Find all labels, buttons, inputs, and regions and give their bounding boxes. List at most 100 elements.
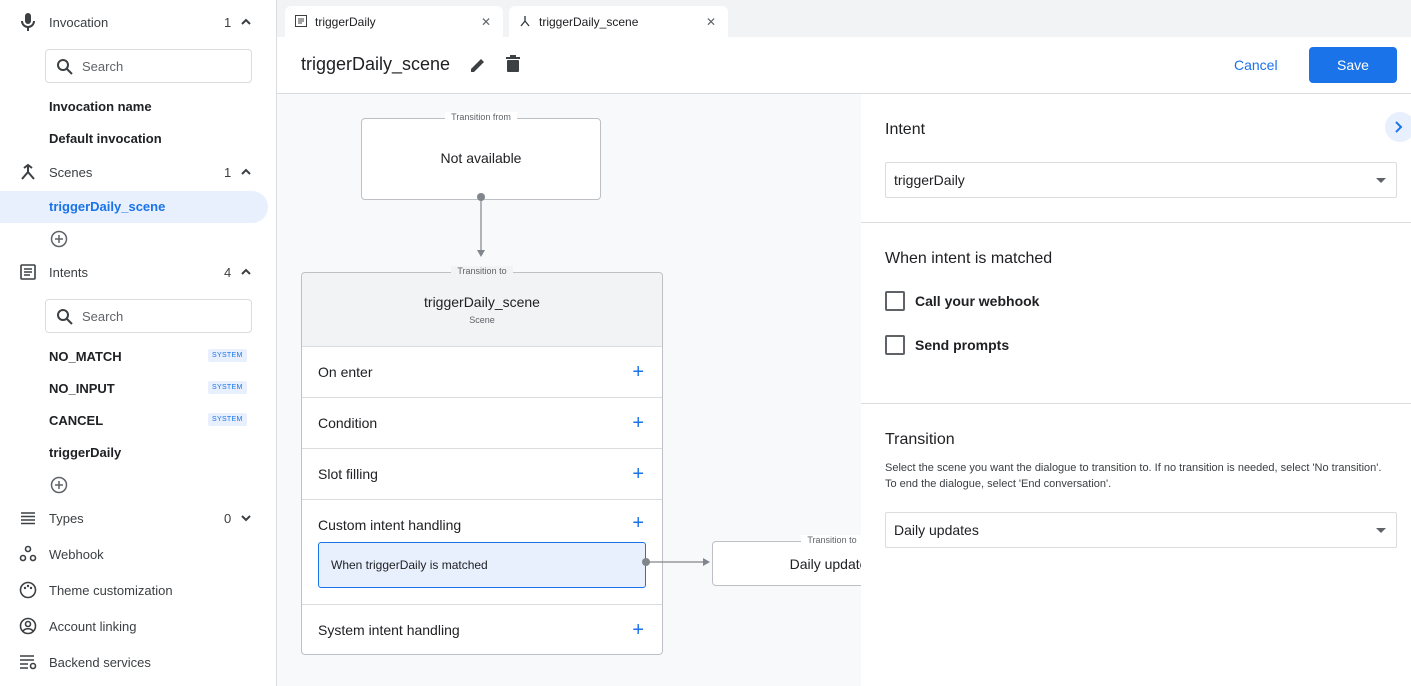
- sidebar-label: Theme customization: [49, 582, 173, 598]
- section-count: 0: [224, 510, 232, 526]
- editor-header: triggerDaily_scene Cancel Save: [277, 37, 1411, 94]
- add-icon[interactable]: +: [632, 360, 644, 383]
- send-prompts-checkbox[interactable]: Send prompts: [885, 335, 1009, 355]
- scene-node-header[interactable]: Transition to triggerDaily_scene Scene: [302, 266, 662, 346]
- system-badge: SYSTEM: [208, 381, 247, 394]
- chevron-right-icon: [1395, 121, 1403, 133]
- sidebar-item-intent[interactable]: NO_INPUT: [49, 381, 115, 396]
- chevron-up-icon[interactable]: [240, 266, 252, 278]
- account-circle-icon: [18, 616, 38, 636]
- page-title: triggerDaily_scene: [301, 54, 451, 74]
- transition-from-value: Not available: [440, 150, 522, 166]
- add-intent-icon[interactable]: [50, 476, 68, 494]
- divider: [861, 222, 1411, 223]
- chevron-up-icon[interactable]: [240, 16, 252, 28]
- checkbox-icon: [885, 335, 905, 355]
- sidebar-label: Backend services: [49, 654, 151, 670]
- edit-pencil-icon[interactable]: [469, 56, 487, 74]
- sidebar-section-scenes[interactable]: Scenes 1: [0, 156, 277, 188]
- checkbox-icon: [885, 291, 905, 311]
- sidebar-section-types[interactable]: Types 0: [0, 502, 277, 534]
- add-icon[interactable]: +: [632, 411, 644, 434]
- invocation-search-input[interactable]: [82, 58, 232, 74]
- sidebar-item-theme[interactable]: Theme customization: [0, 574, 277, 606]
- row-custom-intent-handling[interactable]: Custom intent handling+ When triggerDail…: [302, 499, 662, 604]
- intents-search[interactable]: [45, 299, 252, 333]
- target-legend: Transition to: [713, 535, 861, 545]
- search-icon: [57, 59, 73, 75]
- sidebar-item-selected-bg: [0, 191, 268, 223]
- transition-title: Transition: [885, 431, 955, 448]
- transition-dropdown[interactable]: Daily updates: [885, 512, 1397, 548]
- section-count: 4: [224, 264, 232, 280]
- scene-type: Scene: [469, 315, 495, 325]
- scene-node: Transition to triggerDaily_scene Scene O…: [301, 266, 663, 655]
- scene-name: triggerDaily_scene: [424, 294, 540, 310]
- transition-description: Select the scene you want the dialogue t…: [885, 462, 1382, 490]
- add-icon[interactable]: +: [632, 462, 644, 485]
- intent-handler-item[interactable]: When triggerDaily is matched: [318, 542, 646, 588]
- tab-triggerdaily-scene[interactable]: triggerDaily_scene ✕: [509, 6, 728, 37]
- section-label: Scenes: [49, 164, 93, 180]
- sidebar-item-intent[interactable]: triggerDaily: [49, 445, 122, 460]
- add-scene-icon[interactable]: [50, 230, 68, 248]
- sidebar-item-default-invocation[interactable]: Default invocation: [49, 131, 162, 146]
- sidebar: Invocation 1 Invocation name Default inv…: [0, 0, 277, 686]
- system-badge: SYSTEM: [208, 349, 247, 362]
- close-icon[interactable]: ✕: [705, 15, 716, 29]
- sidebar-item-webhook[interactable]: Webhook: [0, 538, 277, 570]
- sidebar-item-triggerdaily-scene[interactable]: triggerDaily_scene: [49, 199, 166, 214]
- add-icon[interactable]: +: [632, 512, 644, 534]
- tab-triggerdaily[interactable]: triggerDaily ✕: [285, 6, 503, 37]
- section-label: Intents: [49, 264, 89, 280]
- section-label: Invocation: [49, 14, 109, 30]
- scene-merge-icon: [18, 162, 38, 182]
- intents-search-input[interactable]: [82, 308, 232, 324]
- sidebar-item-intent[interactable]: CANCEL: [49, 413, 104, 428]
- cancel-button[interactable]: Cancel: [1234, 57, 1278, 73]
- transition-from-legend: Transition from: [362, 112, 600, 122]
- search-icon: [57, 309, 73, 325]
- invocation-search[interactable]: [45, 49, 252, 83]
- sidebar-label: Webhook: [49, 546, 104, 562]
- section-count: 1: [224, 164, 232, 180]
- chevron-up-icon[interactable]: [240, 166, 252, 178]
- section-label: Types: [49, 510, 84, 526]
- add-icon[interactable]: +: [632, 618, 644, 641]
- transition-to-legend: Transition to: [302, 266, 662, 276]
- sidebar-section-invocation[interactable]: Invocation 1: [0, 6, 277, 38]
- row-condition[interactable]: Condition+: [302, 397, 662, 448]
- scene-canvas: Transition from Not available Transition…: [277, 94, 861, 686]
- dropdown-arrow-icon: [1376, 528, 1386, 533]
- sidebar-item-intent[interactable]: NO_MATCH: [49, 349, 122, 364]
- connector-arrow-down: [477, 193, 485, 257]
- dropdown-arrow-icon: [1376, 178, 1386, 183]
- section-count: 1: [224, 14, 232, 30]
- row-on-enter[interactable]: On enter+: [302, 346, 662, 397]
- intent-dropdown[interactable]: triggerDaily: [885, 162, 1397, 198]
- sidebar-item-account-linking[interactable]: Account linking: [0, 610, 277, 642]
- intent-title: Intent: [885, 121, 926, 138]
- chevron-down-icon[interactable]: [240, 512, 252, 524]
- close-icon[interactable]: ✕: [480, 15, 491, 29]
- sidebar-section-intents[interactable]: Intents 4: [0, 256, 277, 288]
- sidebar-item-backend[interactable]: Backend services: [0, 646, 277, 678]
- connector-arrow-right: [642, 558, 710, 566]
- sidebar-item-invocation-name[interactable]: Invocation name: [49, 99, 152, 114]
- tab-label: triggerDaily_scene: [539, 14, 639, 29]
- tab-bar: triggerDaily ✕ triggerDaily_scene ✕: [277, 0, 1411, 37]
- delete-trash-icon[interactable]: [505, 55, 521, 73]
- target-scene-value: Daily updates: [789, 556, 861, 572]
- collapse-panel-button[interactable]: [1385, 112, 1411, 142]
- list-icon: [18, 262, 38, 282]
- row-slot-filling[interactable]: Slot filling+: [302, 448, 662, 499]
- save-button[interactable]: Save: [1309, 47, 1397, 83]
- target-scene-node[interactable]: Transition to Daily updates: [712, 535, 861, 586]
- scene-icon: [520, 16, 530, 27]
- tab-label: triggerDaily: [315, 14, 376, 29]
- microphone-icon: [18, 12, 38, 32]
- call-webhook-checkbox[interactable]: Call your webhook: [885, 291, 1039, 311]
- webhook-icon: [18, 544, 38, 564]
- list-icon: [295, 15, 307, 27]
- row-system-intent-handling[interactable]: System intent handling+: [302, 604, 662, 655]
